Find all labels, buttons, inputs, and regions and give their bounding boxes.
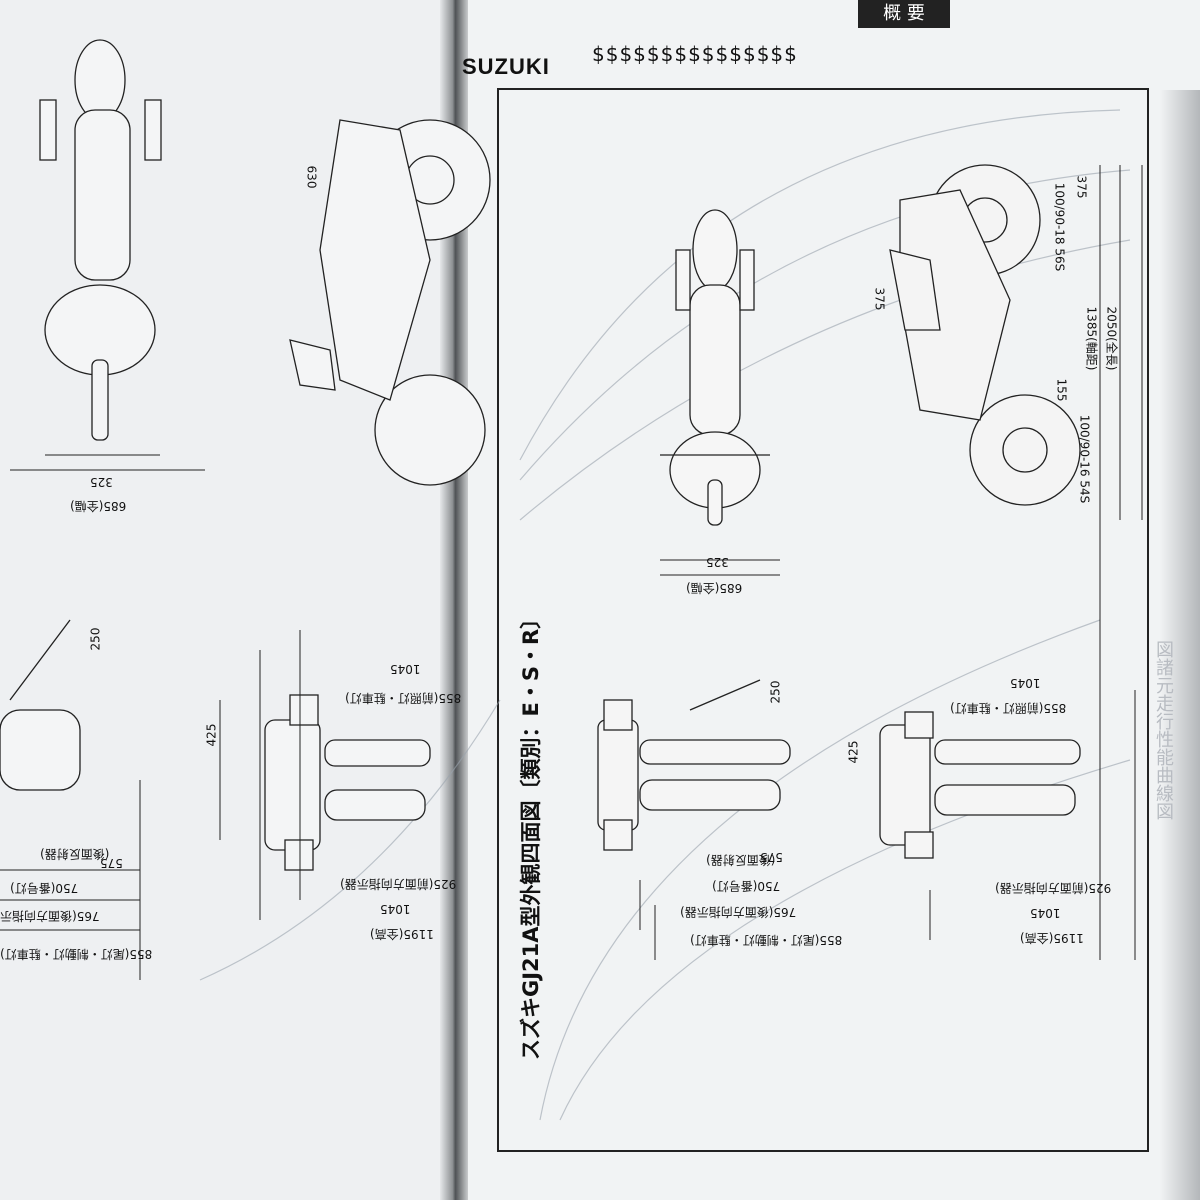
dim-rear-lamp-height: 250 bbox=[768, 680, 783, 704]
dim-rear-indicator: 765(後面方向指示器) bbox=[680, 905, 797, 919]
brand-logo: SUZUKI bbox=[462, 54, 550, 79]
figure-title-container: スズキGJ21A型外観四面図〔類別：E・S・R〕 bbox=[505, 608, 565, 1070]
right-front-view bbox=[879, 711, 1081, 859]
left-dims bbox=[0, 454, 301, 980]
left-dim-685: 685(全幅) bbox=[70, 499, 127, 513]
dim-ground: 155 bbox=[1054, 378, 1069, 402]
dim-1045-top: 1045 bbox=[1010, 676, 1041, 690]
left-dim-325: 325 bbox=[90, 475, 113, 489]
right-top-view bbox=[660, 209, 770, 526]
dim-front-indicator: 925(前面方向指示器) bbox=[995, 881, 1112, 895]
dim-front-height: 425 bbox=[846, 740, 861, 764]
left-dim-1045a: 1045 bbox=[390, 662, 421, 676]
figure-frame bbox=[497, 88, 1149, 1152]
right-lower-dims bbox=[639, 520, 1136, 960]
left-dim-630: 630 bbox=[304, 165, 319, 189]
background-side-label: 図諸元走行性能曲線図 bbox=[1153, 640, 1174, 820]
right-edge-shadow bbox=[1160, 90, 1200, 1200]
dim-1045-bottom: 1045 bbox=[1030, 906, 1061, 920]
left-dim-925: 925(前面方向指示器) bbox=[340, 877, 457, 891]
dim-wheelbase: 1385(軸距) bbox=[1084, 306, 1099, 371]
dim-length-total: 2050(全長) bbox=[1104, 306, 1119, 371]
dim-front-lamp: 855(前照灯・駐車灯) bbox=[950, 701, 1067, 715]
left-dim-575-label: (後面反射器) bbox=[40, 847, 110, 861]
left-top-view bbox=[39, 39, 162, 441]
left-dim-1195: 1195(全高) bbox=[370, 927, 434, 941]
left-rear-view bbox=[0, 619, 81, 791]
dim-plate-lamp: 750(番号灯) bbox=[712, 879, 781, 893]
dim-rear-reflector-label: (後面反射器) bbox=[706, 853, 776, 867]
left-dim-1045b: 1045 bbox=[380, 902, 411, 916]
right-side-dims bbox=[1099, 165, 1143, 520]
right-page bbox=[460, 0, 1200, 1200]
dim-width-top: 325 bbox=[706, 555, 729, 569]
dim-width-total: 685(全幅) bbox=[686, 581, 743, 595]
right-side-view bbox=[889, 164, 1081, 506]
figure-title: スズキGJ21A型外観四面図〔類別：E・S・R〕 bbox=[519, 607, 543, 1060]
left-dim-425: 425 bbox=[204, 723, 219, 747]
left-dim-855b: 855(尾灯・制動灯・駐車灯) bbox=[0, 947, 153, 961]
left-dim-750: 750(番号灯) bbox=[10, 881, 79, 895]
left-dim-855a: 855(前照灯・駐車灯) bbox=[345, 691, 462, 705]
dim-375-side: 375 bbox=[872, 287, 887, 311]
left-dim-250: 250 bbox=[88, 627, 103, 651]
dim-375-top: 375 bbox=[1074, 175, 1089, 199]
dim-height-total: 1195(全高) bbox=[1020, 931, 1084, 945]
dim-rear-tire: 100/90-18 56S bbox=[1052, 182, 1067, 272]
brand-pattern: $$$$$$$$$$$$$$$ bbox=[592, 42, 798, 66]
left-side-view bbox=[289, 119, 491, 486]
left-front-view bbox=[264, 694, 431, 871]
dim-tail-lamp: 855(尾灯・制動灯・駐車灯) bbox=[690, 933, 843, 947]
section-tab: 概 要 bbox=[858, 0, 950, 28]
dim-front-tire: 100/90-16 54S bbox=[1077, 414, 1092, 504]
right-top-dims bbox=[660, 559, 780, 576]
right-rear-view bbox=[597, 679, 791, 851]
left-dim-765: 765(後面方向指示 bbox=[0, 909, 100, 923]
